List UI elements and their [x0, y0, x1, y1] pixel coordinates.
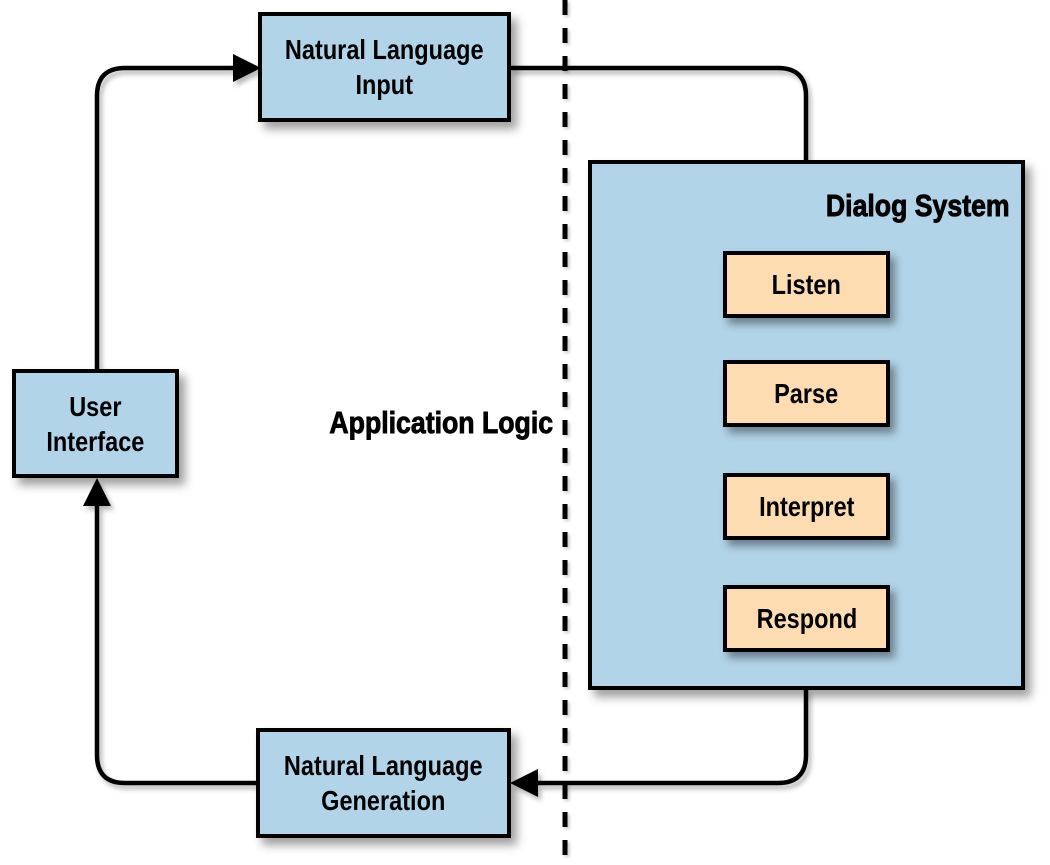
step-parse-label: Parse	[774, 378, 839, 409]
arrow-nl-generation-to-ui-head	[83, 478, 111, 506]
arrow-dialog-to-nl-generation-head	[510, 769, 538, 797]
application-logic-label: Application Logic	[329, 405, 553, 441]
arrow-nl-input-to-listen-line	[510, 65, 809, 224]
arrow-dialog-to-nl-generation-line	[538, 690, 809, 786]
node-user-interface: User Interface	[12, 369, 179, 478]
step-respond-label: Respond	[756, 603, 857, 634]
step-respond: Respond	[723, 585, 890, 652]
step-interpret-label: Interpret	[758, 491, 855, 522]
step-listen: Listen	[723, 251, 890, 318]
arrow-nl-generation-to-ui-line	[94, 506, 258, 786]
step-parse: Parse	[723, 360, 890, 427]
node-user-interface-label: User Interface	[46, 390, 145, 457]
arrow-ui-to-nl-input-line	[94, 65, 233, 371]
dialog-system-label: Dialog System	[826, 188, 1010, 224]
node-natural-language-generation: Natural Language Generation	[256, 728, 511, 838]
arrow-ui-to-nl-input-head	[233, 54, 261, 82]
node-natural-language-generation-label: Natural Language Generation	[284, 750, 483, 816]
node-natural-language-input: Natural Language Input	[258, 12, 511, 122]
step-listen-label: Listen	[771, 269, 842, 300]
step-interpret: Interpret	[723, 473, 890, 540]
node-natural-language-input-label: Natural Language Input	[285, 34, 484, 100]
